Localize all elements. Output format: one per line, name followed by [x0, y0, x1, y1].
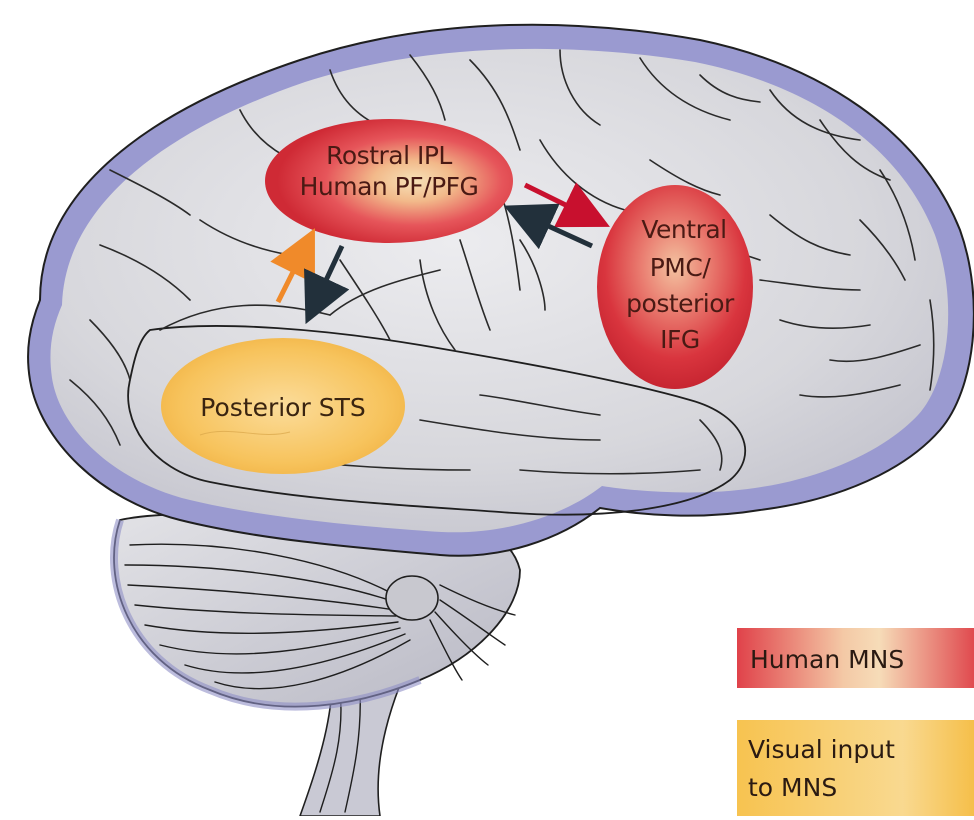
legend-visual-input-line1: Visual input: [748, 735, 895, 764]
ventral-pmc-region: Ventral PMC/ posterior IFG: [597, 185, 753, 389]
posterior-sts-label: Posterior STS: [200, 393, 365, 422]
ventral-pmc-line4: IFG: [660, 325, 700, 354]
legend: Human MNS Visual input to MNS: [737, 628, 974, 816]
ventral-pmc-line2: PMC/: [650, 253, 712, 282]
posterior-sts-region: Posterior STS: [161, 338, 405, 474]
legend-human-mns-label: Human MNS: [750, 645, 904, 674]
legend-visual-input-line2: to MNS: [748, 773, 837, 802]
rostral-ipl-line2: Human PF/PFG: [300, 172, 479, 201]
ventral-pmc-line3: posterior: [626, 289, 735, 318]
rostral-ipl-line1: Rostral IPL: [326, 141, 452, 170]
ventral-pmc-line1: Ventral: [641, 215, 726, 244]
rostral-ipl-region: Rostral IPL Human PF/PFG: [265, 119, 513, 243]
